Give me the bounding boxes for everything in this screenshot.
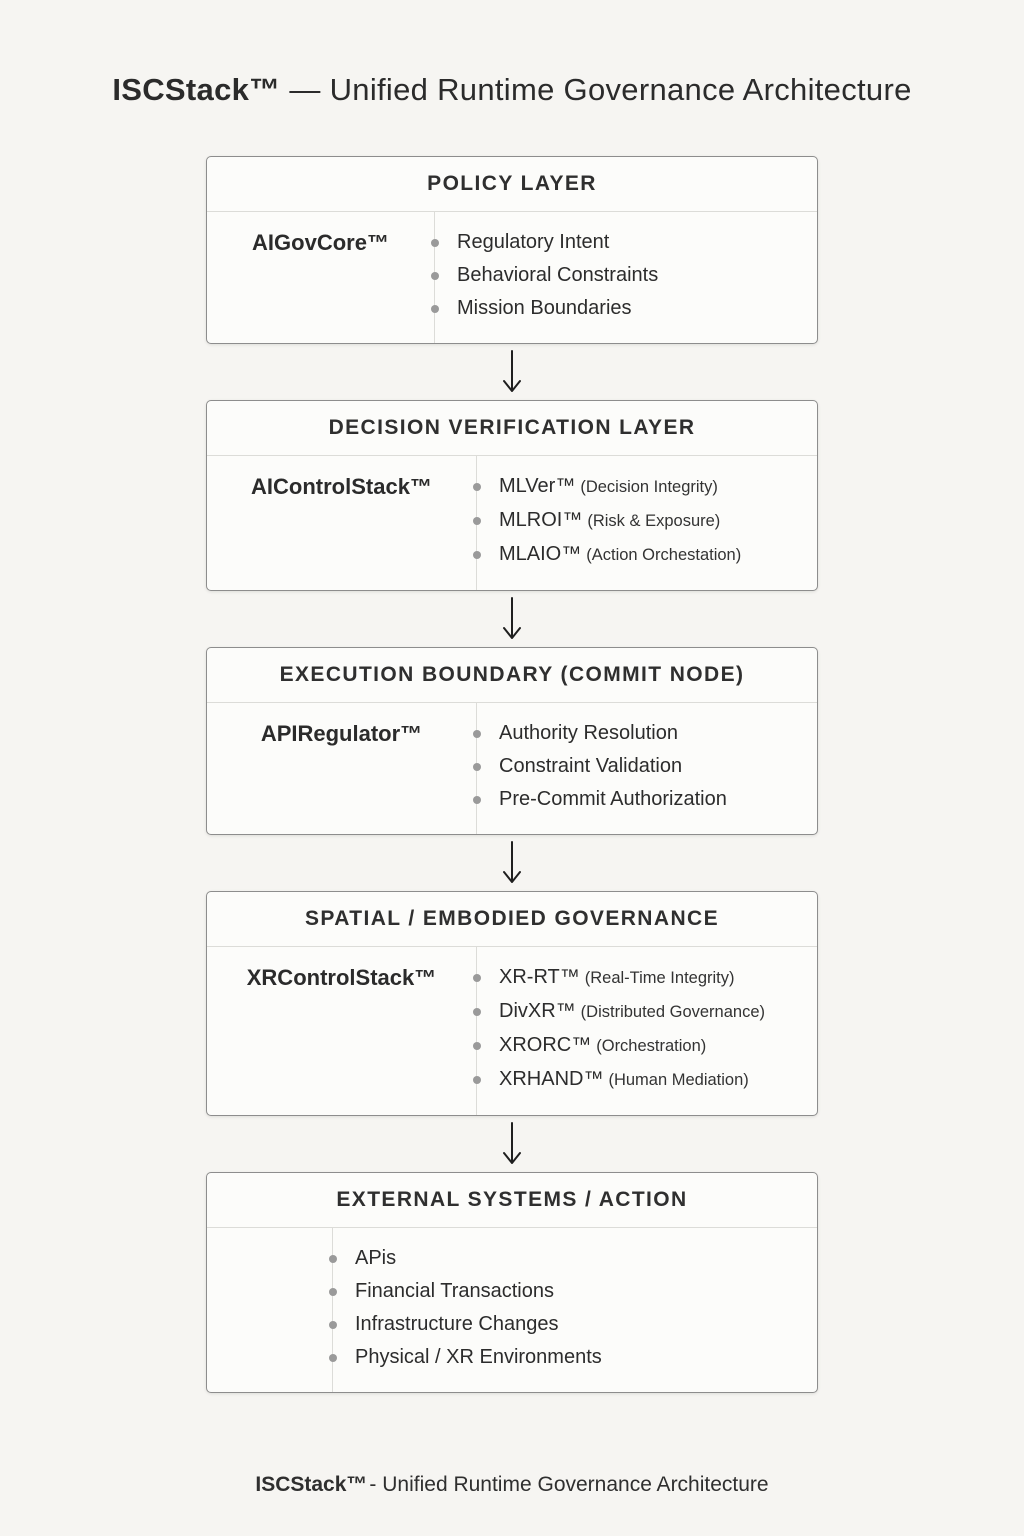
bullet-icon bbox=[329, 1321, 337, 1329]
down-arrow-icon bbox=[499, 1122, 525, 1166]
brand-name: ISCStack™ bbox=[255, 1473, 368, 1496]
decision-verification-layer-box: DECISION VERIFICATION LAYER AIControlSta… bbox=[206, 400, 818, 591]
bullet-icon bbox=[473, 796, 481, 804]
list-item: Behavioral Constraints bbox=[431, 259, 807, 292]
decision-verification-component: AIControlStack™ bbox=[207, 456, 477, 590]
list-item: MLAIO™(Action Orchestation) bbox=[473, 538, 807, 572]
execution-boundary-title: EXECUTION BOUNDARY (COMMIT NODE) bbox=[207, 648, 817, 703]
down-arrow-icon bbox=[499, 841, 525, 885]
bullet-icon bbox=[473, 483, 481, 491]
layer-stack: POLICY LAYER AIGovCore™ Regulatory Inten… bbox=[206, 156, 818, 1393]
decision-verification-layer-title: DECISION VERIFICATION LAYER bbox=[207, 401, 817, 456]
bullet-icon bbox=[473, 1076, 481, 1084]
list-item: XR-RT™(Real-Time Integrity) bbox=[473, 961, 807, 995]
bullet-icon bbox=[473, 763, 481, 771]
bullet-icon bbox=[431, 239, 439, 247]
list-item: Pre-Commit Authorization bbox=[473, 783, 807, 816]
spatial-governance-component: XRControlStack™ bbox=[207, 947, 477, 1115]
execution-boundary-items: Authority Resolution Constraint Validati… bbox=[473, 717, 807, 816]
list-item: MLROI™(Risk & Exposure) bbox=[473, 504, 807, 538]
policy-layer-component: AIGovCore™ bbox=[207, 212, 435, 343]
bullet-icon bbox=[473, 1042, 481, 1050]
list-item: MLVer™(Decision Integrity) bbox=[473, 470, 807, 504]
brand-name: ISCStack™ bbox=[112, 72, 281, 107]
bullet-icon bbox=[473, 517, 481, 525]
bullet-icon bbox=[473, 1008, 481, 1016]
bullet-icon bbox=[473, 730, 481, 738]
page-title: ISCStack™ — Unified Runtime Governance A… bbox=[0, 0, 1024, 108]
list-item: DivXR™(Distributed Governance) bbox=[473, 995, 807, 1029]
external-systems-component bbox=[207, 1228, 333, 1392]
down-arrow-icon bbox=[499, 350, 525, 394]
list-item: XRORC™(Orchestration) bbox=[473, 1029, 807, 1063]
decision-verification-items: MLVer™(Decision Integrity) MLROI™(Risk &… bbox=[473, 470, 807, 572]
external-systems-title: EXTERNAL SYSTEMS / ACTION bbox=[207, 1173, 817, 1228]
spatial-governance-items: XR-RT™(Real-Time Integrity) DivXR™(Distr… bbox=[473, 961, 807, 1097]
title-subtext: — Unified Runtime Governance Architectur… bbox=[280, 72, 912, 107]
bullet-icon bbox=[431, 305, 439, 313]
list-item: Regulatory Intent bbox=[431, 226, 807, 259]
execution-boundary-component: APIRegulator™ bbox=[207, 703, 477, 834]
external-systems-items: APis Financial Transactions Infrastructu… bbox=[329, 1242, 807, 1374]
policy-layer-items: Regulatory Intent Behavioral Constraints… bbox=[431, 226, 807, 325]
external-systems-box: EXTERNAL SYSTEMS / ACTION APis Financial… bbox=[206, 1172, 818, 1393]
list-item: Authority Resolution bbox=[473, 717, 807, 750]
bullet-icon bbox=[329, 1288, 337, 1296]
policy-layer-box: POLICY LAYER AIGovCore™ Regulatory Inten… bbox=[206, 156, 818, 344]
list-item: Infrastructure Changes bbox=[329, 1308, 807, 1341]
bullet-icon bbox=[473, 551, 481, 559]
list-item: XRHAND™(Human Mediation) bbox=[473, 1063, 807, 1097]
bullet-icon bbox=[329, 1354, 337, 1362]
list-item: Mission Boundaries bbox=[431, 292, 807, 325]
list-item: Physical / XR Environments bbox=[329, 1341, 807, 1374]
bullet-icon bbox=[473, 974, 481, 982]
spatial-governance-title: SPATIAL / EMBODIED GOVERNANCE bbox=[207, 892, 817, 947]
component-label: AIGovCore™ bbox=[252, 230, 389, 255]
policy-layer-title: POLICY LAYER bbox=[207, 157, 817, 212]
component-label: XRControlStack™ bbox=[246, 965, 437, 990]
bullet-icon bbox=[329, 1255, 337, 1263]
execution-boundary-box: EXECUTION BOUNDARY (COMMIT NODE) APIRegu… bbox=[206, 647, 818, 835]
list-item: Constraint Validation bbox=[473, 750, 807, 783]
footer-subtext: - Unified Runtime Governance Architectur… bbox=[369, 1473, 769, 1496]
bullet-icon bbox=[431, 272, 439, 280]
list-item: APis bbox=[329, 1242, 807, 1275]
list-item: Financial Transactions bbox=[329, 1275, 807, 1308]
spatial-governance-box: SPATIAL / EMBODIED GOVERNANCE XRControlS… bbox=[206, 891, 818, 1116]
footer-caption: ISCStack™- Unified Runtime Governance Ar… bbox=[0, 1473, 1024, 1497]
component-label: AIControlStack™ bbox=[251, 474, 432, 499]
down-arrow-icon bbox=[499, 597, 525, 641]
component-label: APIRegulator™ bbox=[260, 721, 423, 746]
